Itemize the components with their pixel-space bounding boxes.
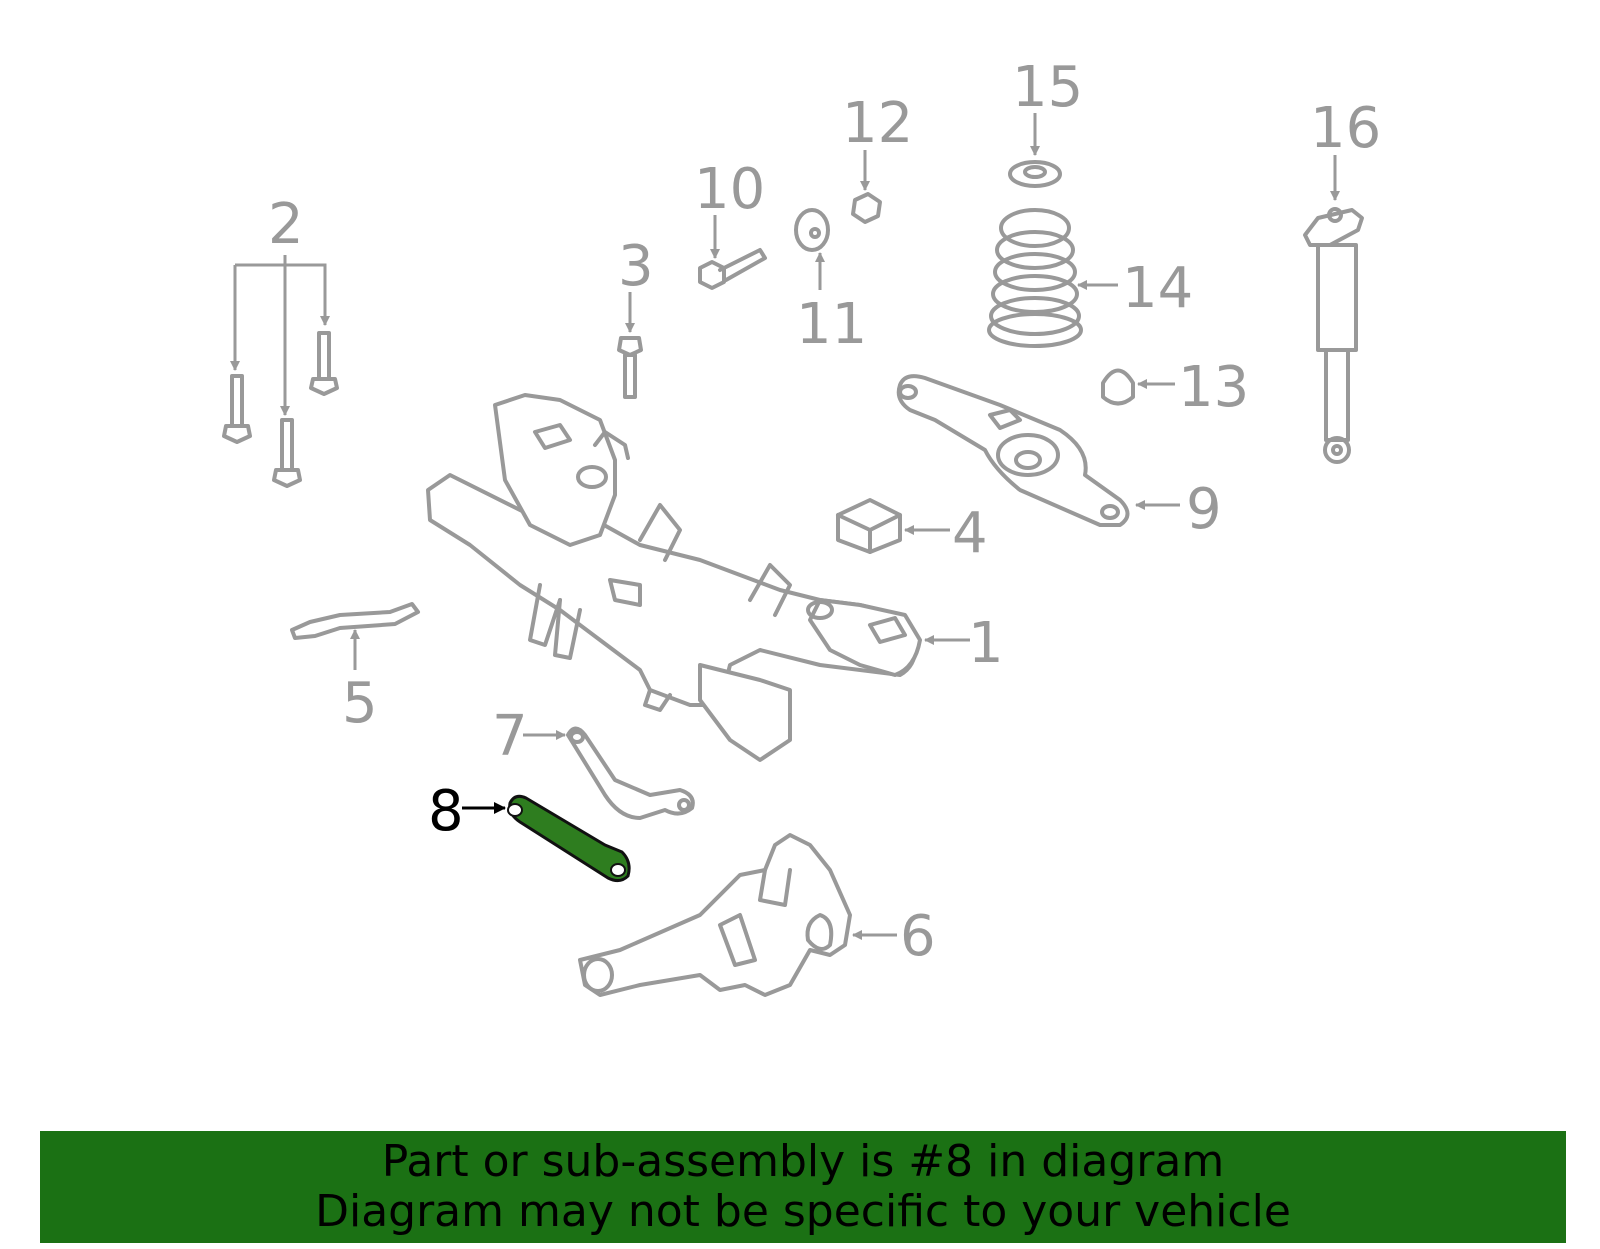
upper-link-part-7 — [523, 726, 695, 820]
callout-13: 13 — [1178, 355, 1249, 420]
bolt-part-10 — [698, 215, 767, 290]
subframe-part-1 — [426, 393, 970, 762]
callout-5: 5 — [342, 671, 378, 736]
callout-1: 1 — [968, 611, 1004, 676]
washer-part-11 — [794, 208, 830, 290]
toe-link-part-8 — [462, 794, 631, 883]
callout-15: 15 — [1012, 55, 1083, 120]
callout-3: 3 — [618, 234, 654, 299]
callout-14: 14 — [1122, 256, 1193, 321]
info-banner: Part or sub-assembly is #8 in diagram Di… — [40, 1131, 1566, 1243]
lower-control-arm-part-9 — [896, 374, 1180, 527]
banner-line-1: Part or sub-assembly is #8 in diagram — [381, 1136, 1225, 1187]
callout-7: 7 — [492, 704, 528, 769]
spring-seat-part-15 — [1008, 113, 1062, 188]
callout-12: 12 — [842, 91, 913, 156]
coil-spring-part-14 — [987, 208, 1118, 348]
carrier-part-6 — [578, 833, 897, 997]
nut-part-12 — [851, 150, 882, 224]
bolts-part-2 — [222, 255, 339, 488]
bracket-part-5 — [290, 602, 420, 670]
callout-2: 2 — [268, 192, 304, 257]
callout-10: 10 — [694, 157, 765, 222]
callout-8: 8 — [428, 779, 464, 844]
callout-6: 6 — [900, 904, 936, 969]
callout-4: 4 — [952, 501, 988, 566]
bracket-part-4 — [836, 498, 950, 554]
shock-absorber-part-16 — [1303, 155, 1364, 464]
callout-9: 9 — [1186, 477, 1222, 542]
callout-11: 11 — [796, 292, 867, 357]
banner-line-2: Diagram may not be specific to your vehi… — [315, 1186, 1291, 1237]
bolt-part-3 — [617, 292, 643, 399]
callout-16: 16 — [1310, 96, 1381, 161]
bump-stop-part-13 — [1101, 368, 1175, 406]
